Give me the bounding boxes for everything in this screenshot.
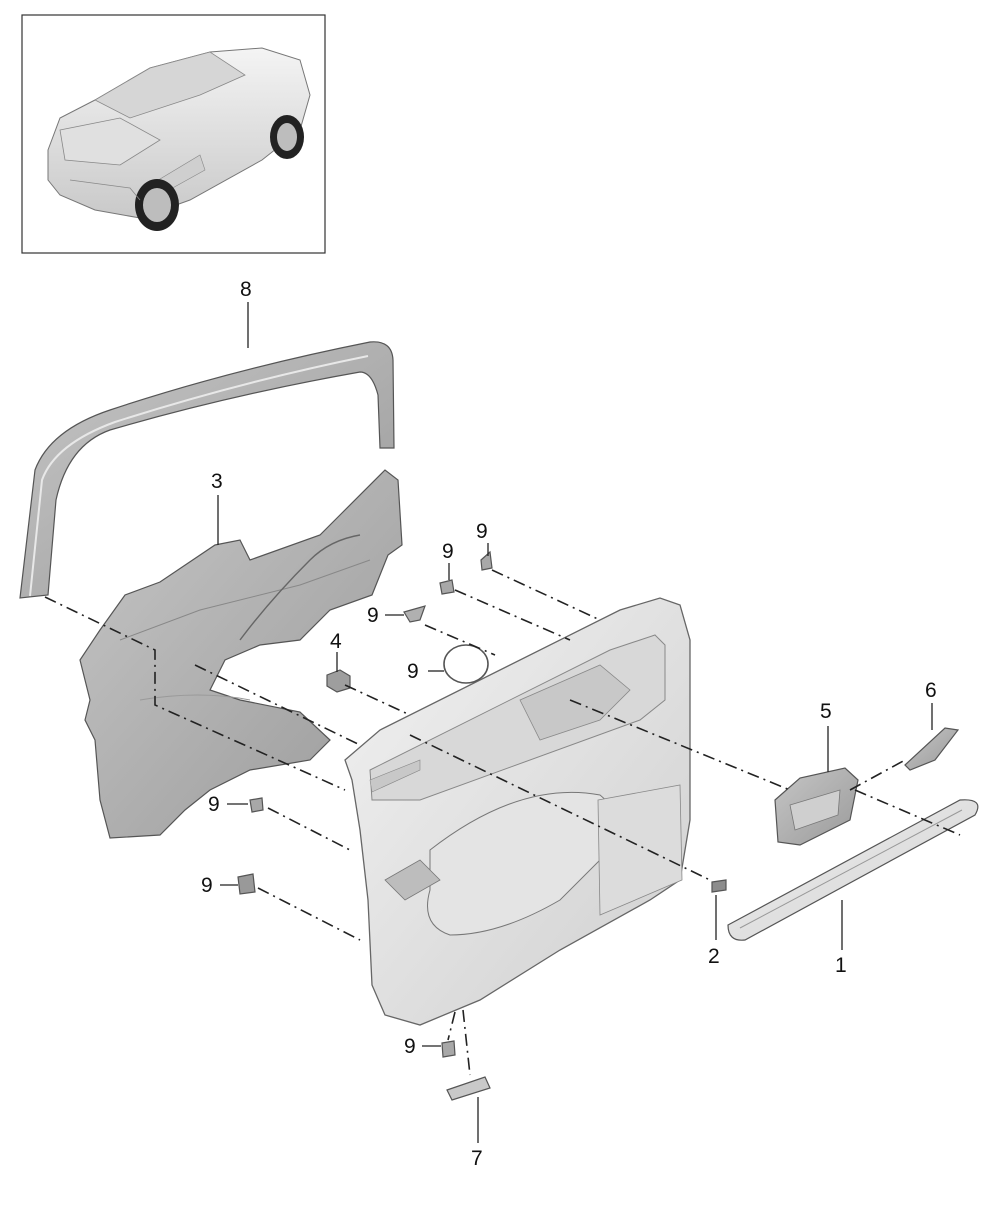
- assembly-lines: [44, 569, 961, 1076]
- callout-5: 5: [820, 700, 832, 723]
- callout-6: 6: [925, 679, 937, 702]
- fastener-9e: [249, 797, 264, 813]
- callout-9-ring: 9: [407, 660, 419, 683]
- callout-8: 8: [240, 278, 252, 301]
- part-4-clip: [326, 669, 351, 693]
- callout-9-top: 9: [442, 540, 454, 563]
- part-3-insulation-panel: [79, 469, 403, 839]
- callout-9-plug: 9: [201, 874, 213, 897]
- fastener-9g: [441, 1040, 456, 1058]
- callout-3: 3: [211, 470, 223, 493]
- part-5-handle-bracket: [774, 767, 859, 846]
- fastener-9b: [439, 579, 455, 595]
- part-8-door-frame-trim: [19, 341, 395, 599]
- part-9-fasteners: [237, 550, 493, 1058]
- callout-9-left: 9: [208, 793, 220, 816]
- callout-labels: 8 3 4 5 6 1 2 7 9 9 9 9 9 9 9: [201, 278, 937, 1170]
- vehicle-inset: [21, 14, 326, 254]
- fastener-9d-ring: [443, 644, 489, 684]
- callout-9-clip: 9: [367, 604, 379, 627]
- fastener-9f: [237, 873, 256, 895]
- fastener-9a: [480, 550, 493, 571]
- callout-1: 1: [835, 954, 847, 977]
- callout-7: 7: [471, 1147, 483, 1170]
- part-1-trim-strip: [727, 799, 979, 941]
- door-trim-panel: [344, 597, 691, 1026]
- part-7-connector: [446, 1076, 491, 1101]
- fastener-9c: [403, 605, 426, 623]
- leader-lines: [217, 302, 933, 1143]
- vehicle-illustration: [47, 47, 311, 231]
- part-6-handle-cover: [904, 727, 960, 771]
- callout-2: 2: [708, 945, 720, 968]
- callout-9-top-right: 9: [476, 520, 488, 543]
- callout-4: 4: [330, 630, 342, 653]
- callout-9-bottom: 9: [404, 1035, 416, 1058]
- part-2-screw: [711, 879, 727, 893]
